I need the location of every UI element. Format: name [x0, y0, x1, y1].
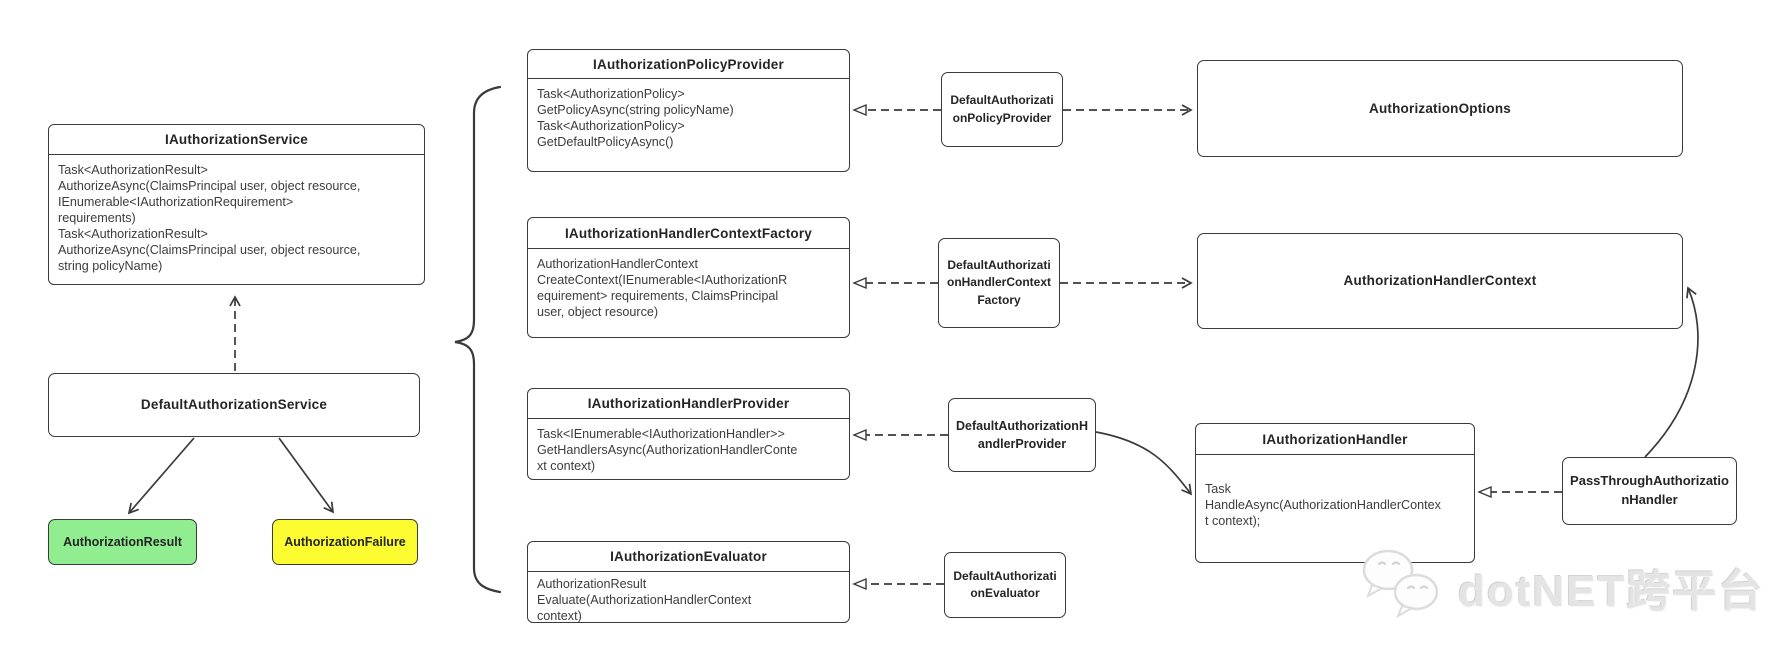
- wechat-icon: [1362, 549, 1439, 619]
- class-methods: Task HandleAsync(AuthorizationHandlerCon…: [1205, 482, 1441, 528]
- edge-handlerprovider-to-handler: [1095, 431, 1193, 496]
- class-iauthorizationhandler: IAuthorizationHandler Task HandleAsync(A…: [1195, 423, 1475, 563]
- class-methods: Task<IEnumerable<IAuthorizationHandler>>…: [537, 427, 798, 473]
- class-methods: AuthorizationResult Evaluate(Authorizati…: [537, 577, 752, 622]
- node-defaultauthorizationhandlercontextfactory: DefaultAuthorizationHandlerContextFactor…: [938, 238, 1060, 328]
- node-defaultauthorizationpolicyprovider: DefaultAuthorizationPolicyProvider: [941, 72, 1063, 147]
- node-passthroughauthorizationhandler: PassThroughAuthorizationHandler: [1562, 457, 1737, 525]
- edge-service-to-result: [127, 437, 195, 515]
- class-iauthorizationpolicyprovider: IAuthorizationPolicyProvider Task<Author…: [527, 49, 850, 172]
- node-defaultauthorizationevaluator: DefaultAuthorizationEvaluator: [944, 552, 1066, 618]
- class-methods: AuthorizationHandlerContext CreateContex…: [537, 257, 788, 319]
- class-title: IAuthorizationHandlerProvider: [528, 389, 849, 419]
- class-iauthorizationservice: IAuthorizationService Task<Authorization…: [48, 124, 425, 285]
- class-iauthorizationhandlerprovider: IAuthorizationHandlerProvider Task<IEnum…: [527, 388, 850, 480]
- watermark: dotNET跨平台: [1358, 548, 1764, 626]
- class-title: IAuthorizationEvaluator: [528, 542, 849, 572]
- node-defaultauthorizationservice: DefaultAuthorizationService: [48, 373, 420, 437]
- class-title: IAuthorizationHandler: [1196, 424, 1474, 455]
- class-title: IAuthorizationPolicyProvider: [528, 50, 849, 79]
- class-title: IAuthorizationHandlerContextFactory: [528, 218, 849, 249]
- class-methods: Task<AuthorizationResult> AuthorizeAsync…: [58, 163, 361, 273]
- node-authorizationresult: AuthorizationResult: [48, 519, 197, 565]
- node-authorizationoptions: AuthorizationOptions: [1197, 60, 1683, 157]
- edge-service-to-failure: [278, 437, 335, 514]
- grouping-brace: [454, 85, 502, 594]
- watermark-text: dotNET跨平台: [1458, 567, 1765, 616]
- node-authorizationhandlercontext: AuthorizationHandlerContext: [1197, 233, 1683, 329]
- node-defaultauthorizationhandlerprovider: DefaultAuthorizationHandlerProvider: [948, 398, 1096, 472]
- node-authorizationfailure: AuthorizationFailure: [272, 519, 418, 565]
- class-iauthorizationhandlercontextfactory: IAuthorizationHandlerContextFactory Auth…: [527, 217, 850, 338]
- class-iauthorizationevaluator: IAuthorizationEvaluator AuthorizationRes…: [527, 541, 850, 623]
- edge-passthrough-to-context: [1644, 286, 1699, 458]
- class-methods: Task<AuthorizationPolicy> GetPolicyAsync…: [537, 87, 734, 149]
- class-title: IAuthorizationService: [49, 125, 424, 155]
